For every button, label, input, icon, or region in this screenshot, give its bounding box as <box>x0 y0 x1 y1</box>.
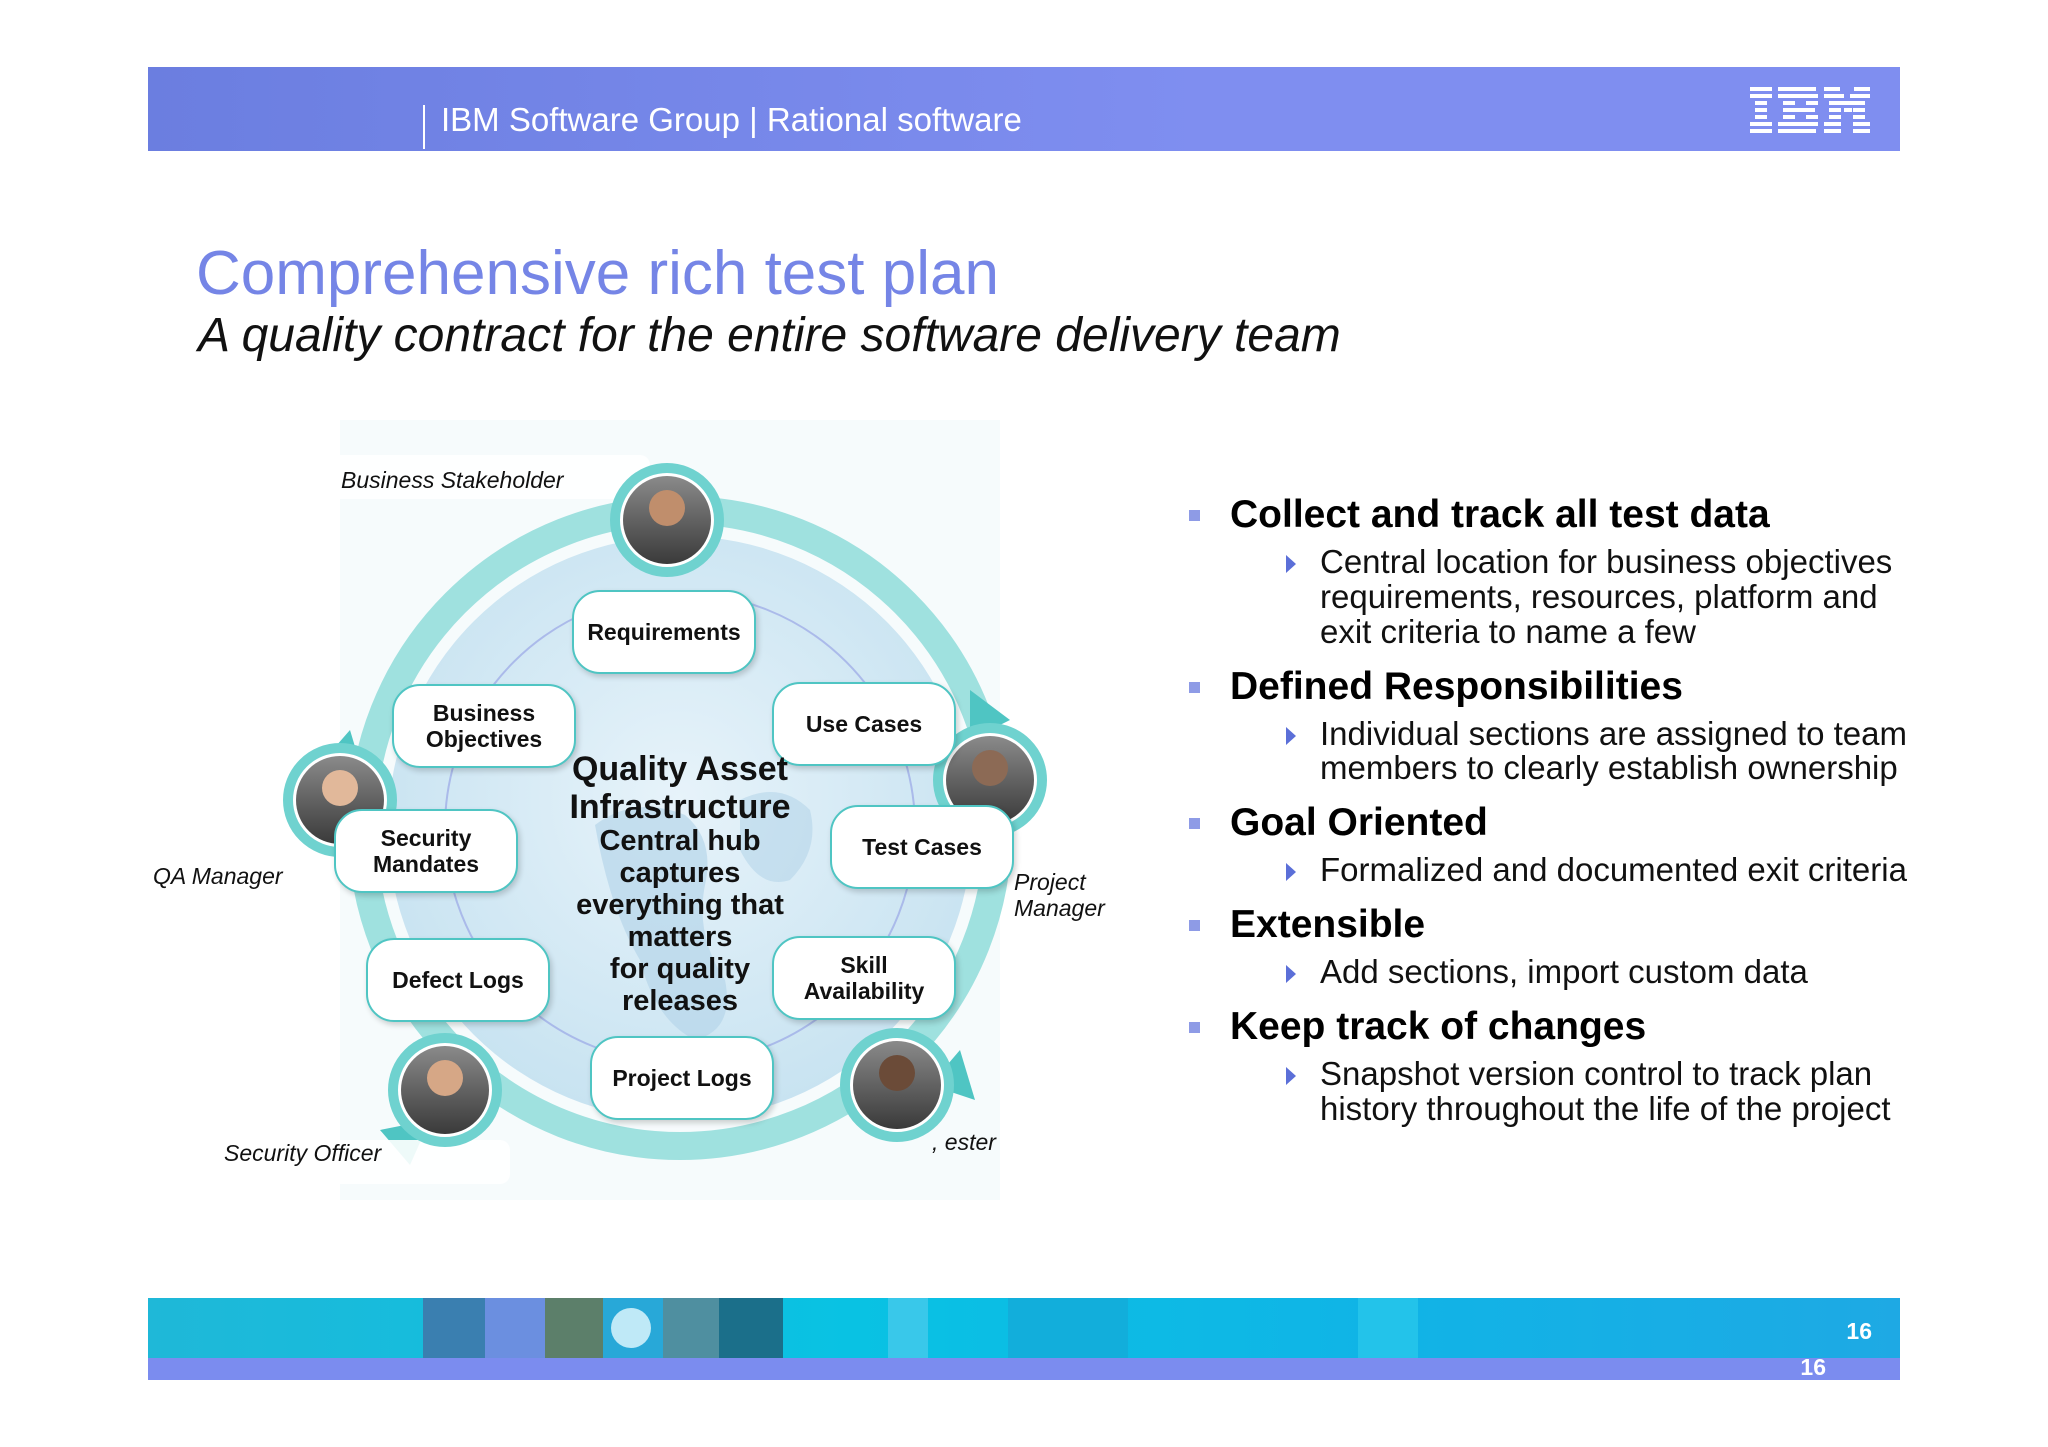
bullet-square-icon <box>1189 681 1200 693</box>
bullet-arrow-icon <box>1286 554 1296 573</box>
footer-image-tile <box>1008 1298 1128 1358</box>
role-project-manager: Project Manager <box>1014 869 1105 922</box>
slide-title: Comprehensive rich test plan <box>196 239 999 308</box>
quality-cycle-diagram: Business Stakeholder QA Manager Project … <box>140 420 1120 1200</box>
bullet-square-icon <box>1189 1021 1200 1033</box>
bullet-item: Goal Oriented Formalized and documented … <box>1185 800 1945 888</box>
role-qa-manager: QA Manager <box>153 863 283 889</box>
page-number: 16 <box>1846 1318 1872 1344</box>
sub-bullet-item: Individual sections are assigned to team… <box>1230 716 1945 787</box>
footer-image-tile <box>663 1298 719 1358</box>
node-test-cases: Test Cases <box>830 805 1014 889</box>
ibm-logo <box>1750 85 1870 138</box>
footer-image-tile <box>888 1298 928 1358</box>
role-tester: , ester <box>932 1129 996 1155</box>
bullet-list: Collect and track all test data Central … <box>1185 492 1945 1141</box>
bullet-item: Collect and track all test data Central … <box>1185 492 1945 650</box>
circle-icon <box>611 1308 651 1348</box>
bullet-arrow-icon <box>1286 965 1296 983</box>
footer-strip <box>148 1358 1900 1380</box>
bullet-square-icon <box>1189 920 1200 932</box>
role-business-stakeholder: Business Stakeholder <box>341 467 564 493</box>
sub-bullet-item: Formalized and documented exit criteria <box>1230 852 1945 888</box>
node-project-logs: Project Logs <box>590 1036 774 1120</box>
avatar-tester <box>840 1028 954 1142</box>
footer-bar: 16 16 <box>148 1298 1900 1380</box>
bullet-item: Extensible Add sections, import custom d… <box>1185 902 1945 990</box>
header-title: IBM Software Group | Rational software <box>441 101 1022 138</box>
continent-shape <box>595 807 727 1040</box>
role-security-officer: Security Officer <box>224 1140 382 1166</box>
slide-subtitle: A quality contract for the entire softwa… <box>198 309 1341 362</box>
node-use-cases: Use Cases <box>772 682 956 766</box>
node-requirements: Requirements <box>572 590 756 674</box>
sub-bullet-item: Add sections, import custom data <box>1230 954 1945 990</box>
page-number-repeat: 16 <box>1800 1354 1826 1380</box>
footer-image-tile <box>719 1298 783 1358</box>
node-security-mandates: Security Mandates <box>334 809 518 893</box>
node-skill-availability: Skill Availability <box>772 936 956 1020</box>
bullet-arrow-icon <box>1286 863 1296 882</box>
bullet-item: Keep track of changes Snapshot version c… <box>1185 1004 1945 1127</box>
footer-image-tile <box>423 1298 485 1358</box>
footer-image-tile <box>545 1298 603 1358</box>
bullet-arrow-icon <box>1286 726 1296 745</box>
sub-bullet-item: Snapshot version control to track plan h… <box>1230 1056 1945 1127</box>
footer-image-tile <box>485 1298 545 1358</box>
sub-bullet-item: Central location for business objectives… <box>1230 544 1945 650</box>
center-hub-text: Quality Asset Infrastructure Central hub… <box>569 750 791 1017</box>
bullet-item: Defined Responsibilities Individual sect… <box>1185 664 1945 787</box>
bullet-arrow-icon <box>1286 1066 1296 1085</box>
bullet-square-icon <box>1189 510 1200 521</box>
footer-image-tile <box>603 1298 663 1358</box>
ibm-logo-icon <box>1750 87 1870 133</box>
header-divider <box>423 105 425 149</box>
header-bar: IBM Software Group | Rational software <box>148 67 1900 151</box>
avatar-business-stakeholder <box>610 463 724 577</box>
footer-image-tile <box>1358 1298 1418 1358</box>
avatar-security-officer <box>388 1033 502 1147</box>
bullet-square-icon <box>1189 818 1200 830</box>
node-defect-logs: Defect Logs <box>366 938 550 1022</box>
node-business-objectives: Business Objectives <box>392 684 576 768</box>
